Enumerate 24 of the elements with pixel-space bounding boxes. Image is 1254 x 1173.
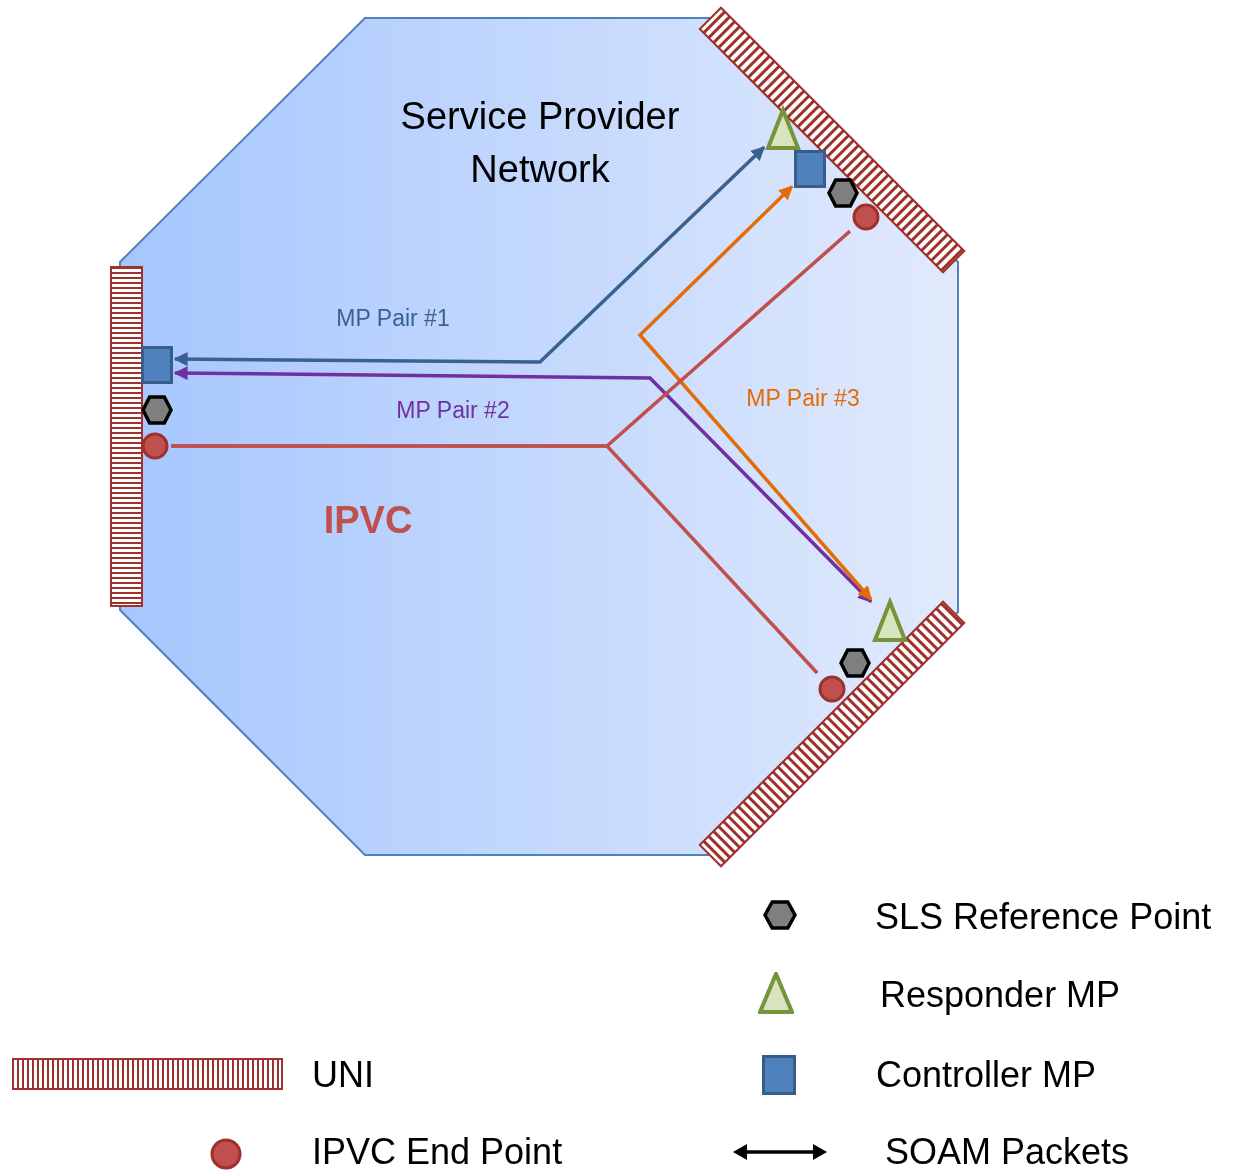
sls-reference-hexagon [827,178,859,208]
sls-reference-hexagon [839,648,871,678]
legend-text: UNI [312,1054,374,1096]
arrow [173,366,873,603]
sls-reference-hexagon [141,395,173,425]
edge-label: MP Pair #3 [746,384,860,412]
circuit-label: IPVC [323,498,413,542]
connector-line [171,444,819,675]
arrow [637,185,873,601]
legend-text: Controller MP [876,1054,1097,1096]
ipvc-end-point-circle [141,432,169,460]
legend-text: SOAM Packets [885,1131,1130,1173]
legend-text: SLS Reference Point [875,896,1212,938]
legend-text: IPVC End Point [312,1131,563,1173]
legend-text: Responder MP [880,974,1121,1016]
ipvc-end-point-circle [818,675,846,703]
arrow [173,145,766,367]
edge-label: MP Pair #1 [336,304,450,332]
controller-mp-square [794,150,826,188]
ipvc-end-point-circle [852,203,880,231]
network-title: Service Provider Network [399,94,681,193]
controller-mp-square [141,346,173,384]
edge-label: MP Pair #2 [396,396,510,424]
uni-bar [111,267,142,606]
